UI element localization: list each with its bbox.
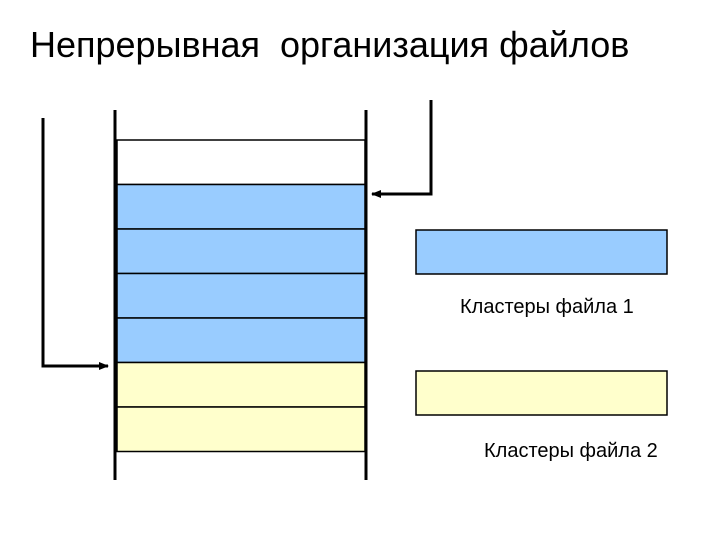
legend-swatch-file2	[415, 370, 668, 416]
disk-cluster-file2	[116, 361, 366, 408]
disk-cluster-file1	[116, 317, 366, 364]
disk-cluster-file1	[116, 228, 366, 275]
disk-cluster-file1	[116, 183, 366, 230]
page-title: Непрерывная организация файлов	[30, 24, 630, 65]
file1-start-pointer	[371, 100, 433, 198]
disk-cluster-empty	[116, 139, 366, 186]
legend-swatch-file1	[415, 229, 668, 275]
disk-cluster-file2	[116, 406, 366, 453]
legend-label-file1: Кластеры файла 1	[460, 296, 634, 318]
file2-start-pointer	[41, 118, 109, 370]
disk-cluster-file1	[116, 272, 366, 319]
legend-label-file2: Кластеры файла 2	[484, 440, 658, 462]
disk-cluster-stack	[116, 139, 366, 453]
